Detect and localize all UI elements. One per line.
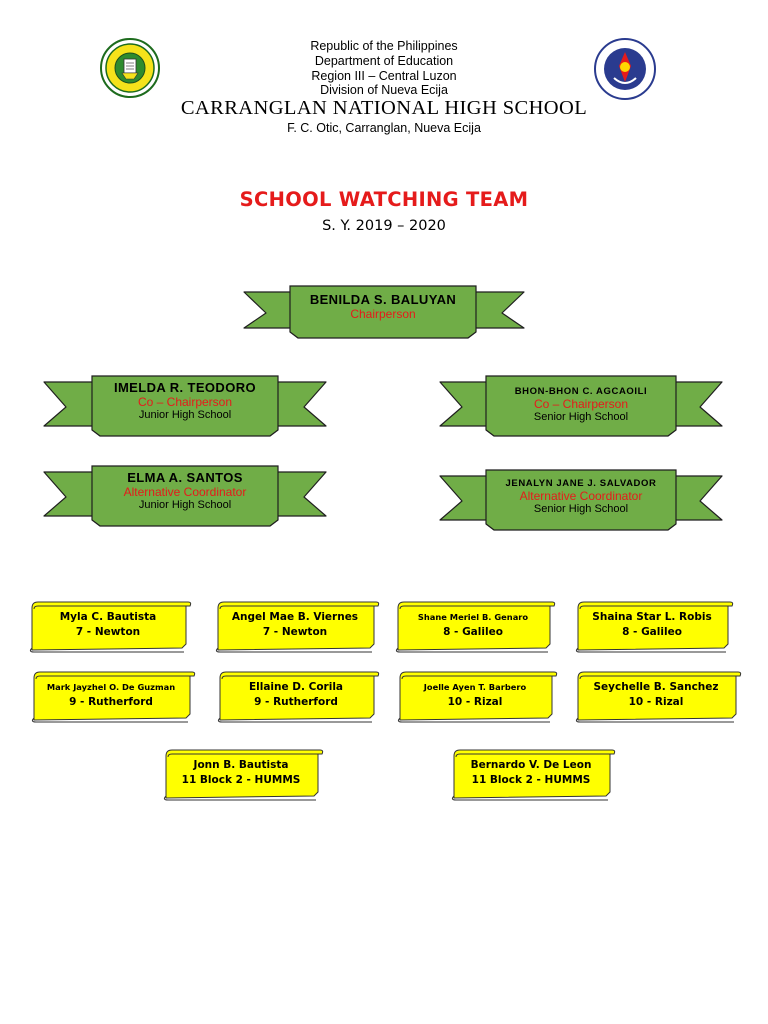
member-section: 8 - Galileo	[622, 626, 682, 638]
member-name: Ellaine D. Corila	[248, 681, 344, 693]
member-scroll: Ellaine D. Corila 9 - Rutherford	[217, 670, 380, 723]
header-line-region: Region III – Central Luzon	[311, 69, 457, 83]
officer-name: BHON-BHON C. AGCAOILI	[514, 386, 648, 397]
header-line-division: Division of Nueva Ecija	[320, 83, 448, 97]
officer-role: Alternative Coordinator	[519, 489, 643, 503]
member-section: 11 Block 2 - HUMMS	[471, 774, 591, 786]
officer-name: JENALYN JANE J. SALVADOR	[505, 478, 657, 489]
school-address: F. C. Otic, Carranglan, Nueva Ecija	[287, 121, 481, 135]
officer-level: Senior High School	[533, 503, 629, 515]
member-name: Angel Mae B. Viernes	[231, 611, 359, 623]
member-scroll: Mark Jayzhel O. De Guzman 9 - Rutherford	[31, 670, 196, 723]
member-scroll: Joelle Ayen T. Barbero 10 - Rizal	[397, 670, 558, 723]
school-year: S. Y. 2019 – 2020	[322, 218, 446, 234]
member-name: Mark Jayzhel O. De Guzman	[46, 682, 176, 692]
member-section: 9 - Rutherford	[254, 696, 338, 708]
member-name: Shaina Star L. Robis	[592, 611, 712, 623]
member-section: 10 - Rizal	[447, 696, 503, 708]
member-name: Jonn B. Bautista	[193, 759, 289, 771]
member-scroll: Angel Mae B. Viernes 7 - Newton	[215, 600, 380, 653]
member-scroll: Jonn B. Bautista 11 Block 2 - HUMMS	[163, 748, 324, 801]
school-seal-logo	[100, 38, 160, 98]
officer-role: Co – Chairperson	[137, 395, 233, 409]
officer-level: Junior High School	[138, 499, 232, 511]
member-scroll: Myla C. Bautista 7 - Newton	[29, 600, 192, 653]
member-scroll: Bernardo V. De Leon 11 Block 2 - HUMMS	[451, 748, 616, 801]
member-name: Bernardo V. De Leon	[470, 759, 592, 771]
member-section: 9 - Rutherford	[69, 696, 153, 708]
member-section: 7 - Newton	[262, 626, 328, 638]
member-scroll: Shane Meriel B. Genaro 8 - Galileo	[395, 600, 556, 653]
page-title: SCHOOL WATCHING TEAM	[239, 188, 529, 211]
member-scroll: Seychelle B. Sanchez 10 - Rizal	[575, 670, 742, 723]
member-section: 11 Block 2 - HUMMS	[181, 774, 301, 786]
header-line-republic: Republic of the Philippines	[310, 39, 458, 53]
member-section: 10 - Rizal	[628, 696, 684, 708]
member-section: 8 - Galileo	[443, 626, 503, 638]
officer-name: ELMA A. SANTOS	[127, 470, 243, 485]
member-scroll: Shaina Star L. Robis 8 - Galileo	[575, 600, 734, 653]
header-line-department: Department of Education	[314, 54, 454, 68]
officer-level: Senior High School	[533, 411, 629, 423]
member-name: Myla C. Bautista	[59, 611, 157, 623]
member-name: Seychelle B. Sanchez	[593, 681, 719, 693]
school-name: CARRANGLAN NATIONAL HIGH SCHOOL	[180, 97, 588, 119]
officer-role: Alternative Coordinator	[123, 485, 247, 499]
officer-name: BENILDA S. BALUYAN	[309, 292, 457, 307]
member-name: Shane Meriel B. Genaro	[417, 612, 529, 622]
member-name: Joelle Ayen T. Barbero	[423, 682, 527, 692]
deped-seal-logo	[594, 38, 656, 100]
officer-role: Chairperson	[350, 307, 416, 321]
officer-level: Junior High School	[138, 409, 232, 421]
officer-name: IMELDA R. TEODORO	[113, 380, 257, 395]
member-section: 7 - Newton	[75, 626, 141, 638]
officer-role: Co – Chairperson	[533, 397, 629, 411]
